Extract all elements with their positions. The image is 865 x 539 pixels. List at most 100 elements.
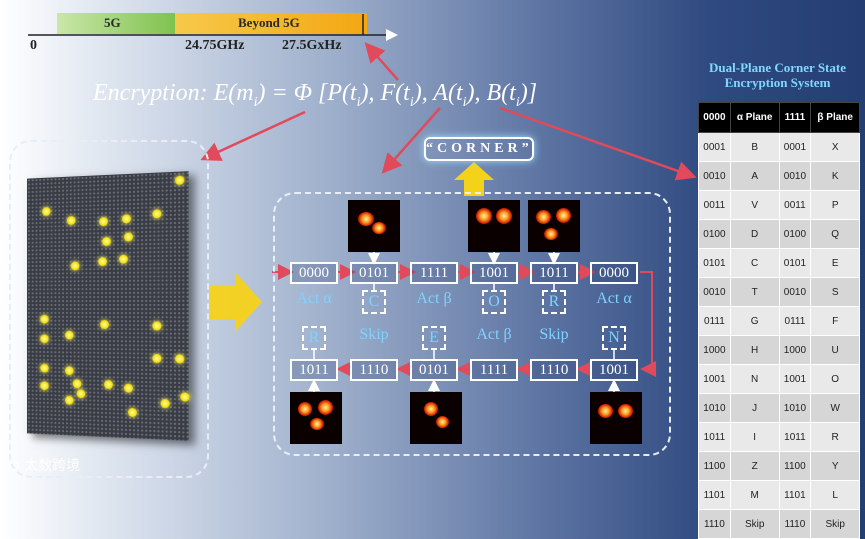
table-cell: E (811, 249, 860, 278)
watermark-logo-icon: ⊙ (8, 458, 20, 474)
beam-pattern-n (590, 392, 642, 444)
table-cell: 1001 (779, 365, 811, 394)
action-label: Act β (404, 290, 464, 308)
beam-pattern-r2 (290, 392, 342, 444)
table-cell: 0100 (699, 220, 731, 249)
table-row: 1000H1000U (699, 336, 860, 365)
letter-label: R (542, 290, 566, 314)
table-cell: Y (811, 452, 860, 481)
table-cell: 0011 (699, 191, 731, 220)
table-cell: K (811, 162, 860, 191)
table-cell: 0001 (779, 133, 811, 162)
table-cell: 1101 (699, 481, 731, 510)
table-cell: M (730, 481, 779, 510)
table-cell: 1110 (779, 510, 811, 539)
letter-label: C (362, 290, 386, 314)
table-cell: 0101 (699, 249, 731, 278)
encryption-formula: Encryption: E(mi) = Φ [P(ti), F(ti), A(t… (93, 80, 537, 111)
watermark: ⊙ 太数跨境 (8, 455, 80, 475)
beam-pattern-e (410, 392, 462, 444)
table-cell: Q (811, 220, 860, 249)
letter-label: O (482, 290, 506, 314)
action-label: Skip (344, 326, 404, 344)
table-cell: H (730, 336, 779, 365)
table-row: 0111G0111F (699, 307, 860, 336)
table-cell: 0010 (699, 278, 731, 307)
beam-pattern-o (468, 200, 520, 252)
state-box: 1110 (530, 359, 578, 381)
action-label: Act α (284, 290, 344, 308)
table-cell: P (811, 191, 860, 220)
table-cell: 1011 (699, 423, 731, 452)
table-cell: G (730, 307, 779, 336)
table-cell: 0001 (699, 133, 731, 162)
table-cell: 1110 (699, 510, 731, 539)
table-cell: F (811, 307, 860, 336)
state-box: 0000 (590, 262, 638, 284)
state-box: 1011 (290, 359, 338, 381)
table-cell: 0111 (699, 307, 731, 336)
state-box: 0000 (290, 262, 338, 284)
table-cell: J (730, 394, 779, 423)
table-cell: 1001 (699, 365, 731, 394)
action-label: Act β (464, 326, 524, 344)
table-cell: 1100 (779, 452, 811, 481)
table-cell: B (730, 133, 779, 162)
state-box: 1011 (530, 262, 578, 284)
table-cell: 1010 (699, 394, 731, 423)
table-cell: S (811, 278, 860, 307)
arrow-to-board (205, 112, 305, 158)
table-cell: 1101 (779, 481, 811, 510)
table-cell: 0010 (779, 162, 811, 191)
table-header: 1111 (779, 103, 811, 133)
table-header: β Plane (811, 103, 860, 133)
table-cell: 0010 (699, 162, 731, 191)
table-cell: U (811, 336, 860, 365)
table-cell: 1100 (699, 452, 731, 481)
arrow-to-spectrum (368, 46, 398, 80)
table-cell: 0101 (779, 249, 811, 278)
table-cell: Skip (811, 510, 860, 539)
table-cell: X (811, 133, 860, 162)
right-arrow-icon (210, 272, 262, 332)
metasurface-board (27, 171, 189, 441)
state-box: 0101 (410, 359, 458, 381)
table-cell: 0011 (779, 191, 811, 220)
table-title: Dual-Plane Corner State Encryption Syste… (695, 60, 860, 90)
table-cell: 1011 (779, 423, 811, 452)
tick-24-75: 24.75GHz (185, 38, 245, 54)
table-cell: T (730, 278, 779, 307)
action-label: Skip (524, 326, 584, 344)
table-cell: V (730, 191, 779, 220)
table-cell: 0111 (779, 307, 811, 336)
table-cell: C (730, 249, 779, 278)
state-box: 1001 (590, 359, 638, 381)
corner-label: “CORNER” (424, 137, 534, 161)
table-cell: 1000 (699, 336, 731, 365)
table-cell: Skip (730, 510, 779, 539)
table-cell: D (730, 220, 779, 249)
table-cell: R (811, 423, 860, 452)
tick-27-5: 27.5GxHz (282, 38, 342, 54)
state-box: 1110 (350, 359, 398, 381)
table-cell: Z (730, 452, 779, 481)
table-header: 0000 (699, 103, 731, 133)
state-box: 0101 (350, 262, 398, 284)
table-cell: 1000 (779, 336, 811, 365)
letter-label: R (302, 326, 326, 350)
beam-pattern-c (348, 200, 400, 252)
table-cell: L (811, 481, 860, 510)
table-cell: 0100 (779, 220, 811, 249)
table-cell: 0010 (779, 278, 811, 307)
